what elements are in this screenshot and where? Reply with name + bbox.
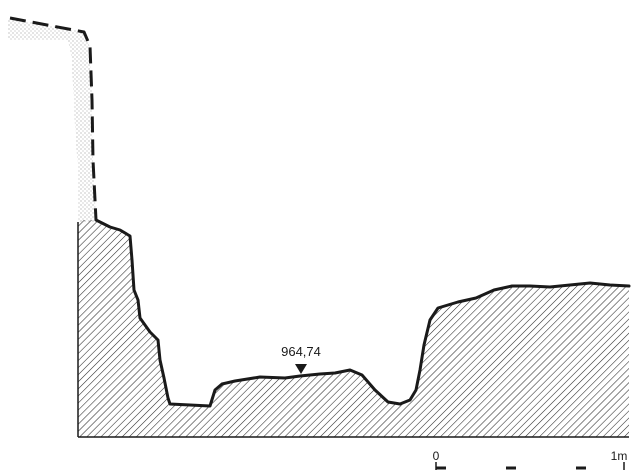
dashed-wall-outline bbox=[9, 16, 98, 221]
scale-start-label: 0 bbox=[433, 449, 440, 463]
terrain-profile-line bbox=[94, 218, 631, 408]
hatched-rock-section bbox=[78, 220, 629, 437]
scale-bar: 0 1m bbox=[433, 449, 628, 470]
scale-end-label: 1m bbox=[611, 449, 628, 463]
elevation-label: 964,74 bbox=[281, 344, 321, 359]
stippled-wall-fill bbox=[8, 18, 96, 222]
elevation-triangle-icon bbox=[295, 364, 307, 374]
